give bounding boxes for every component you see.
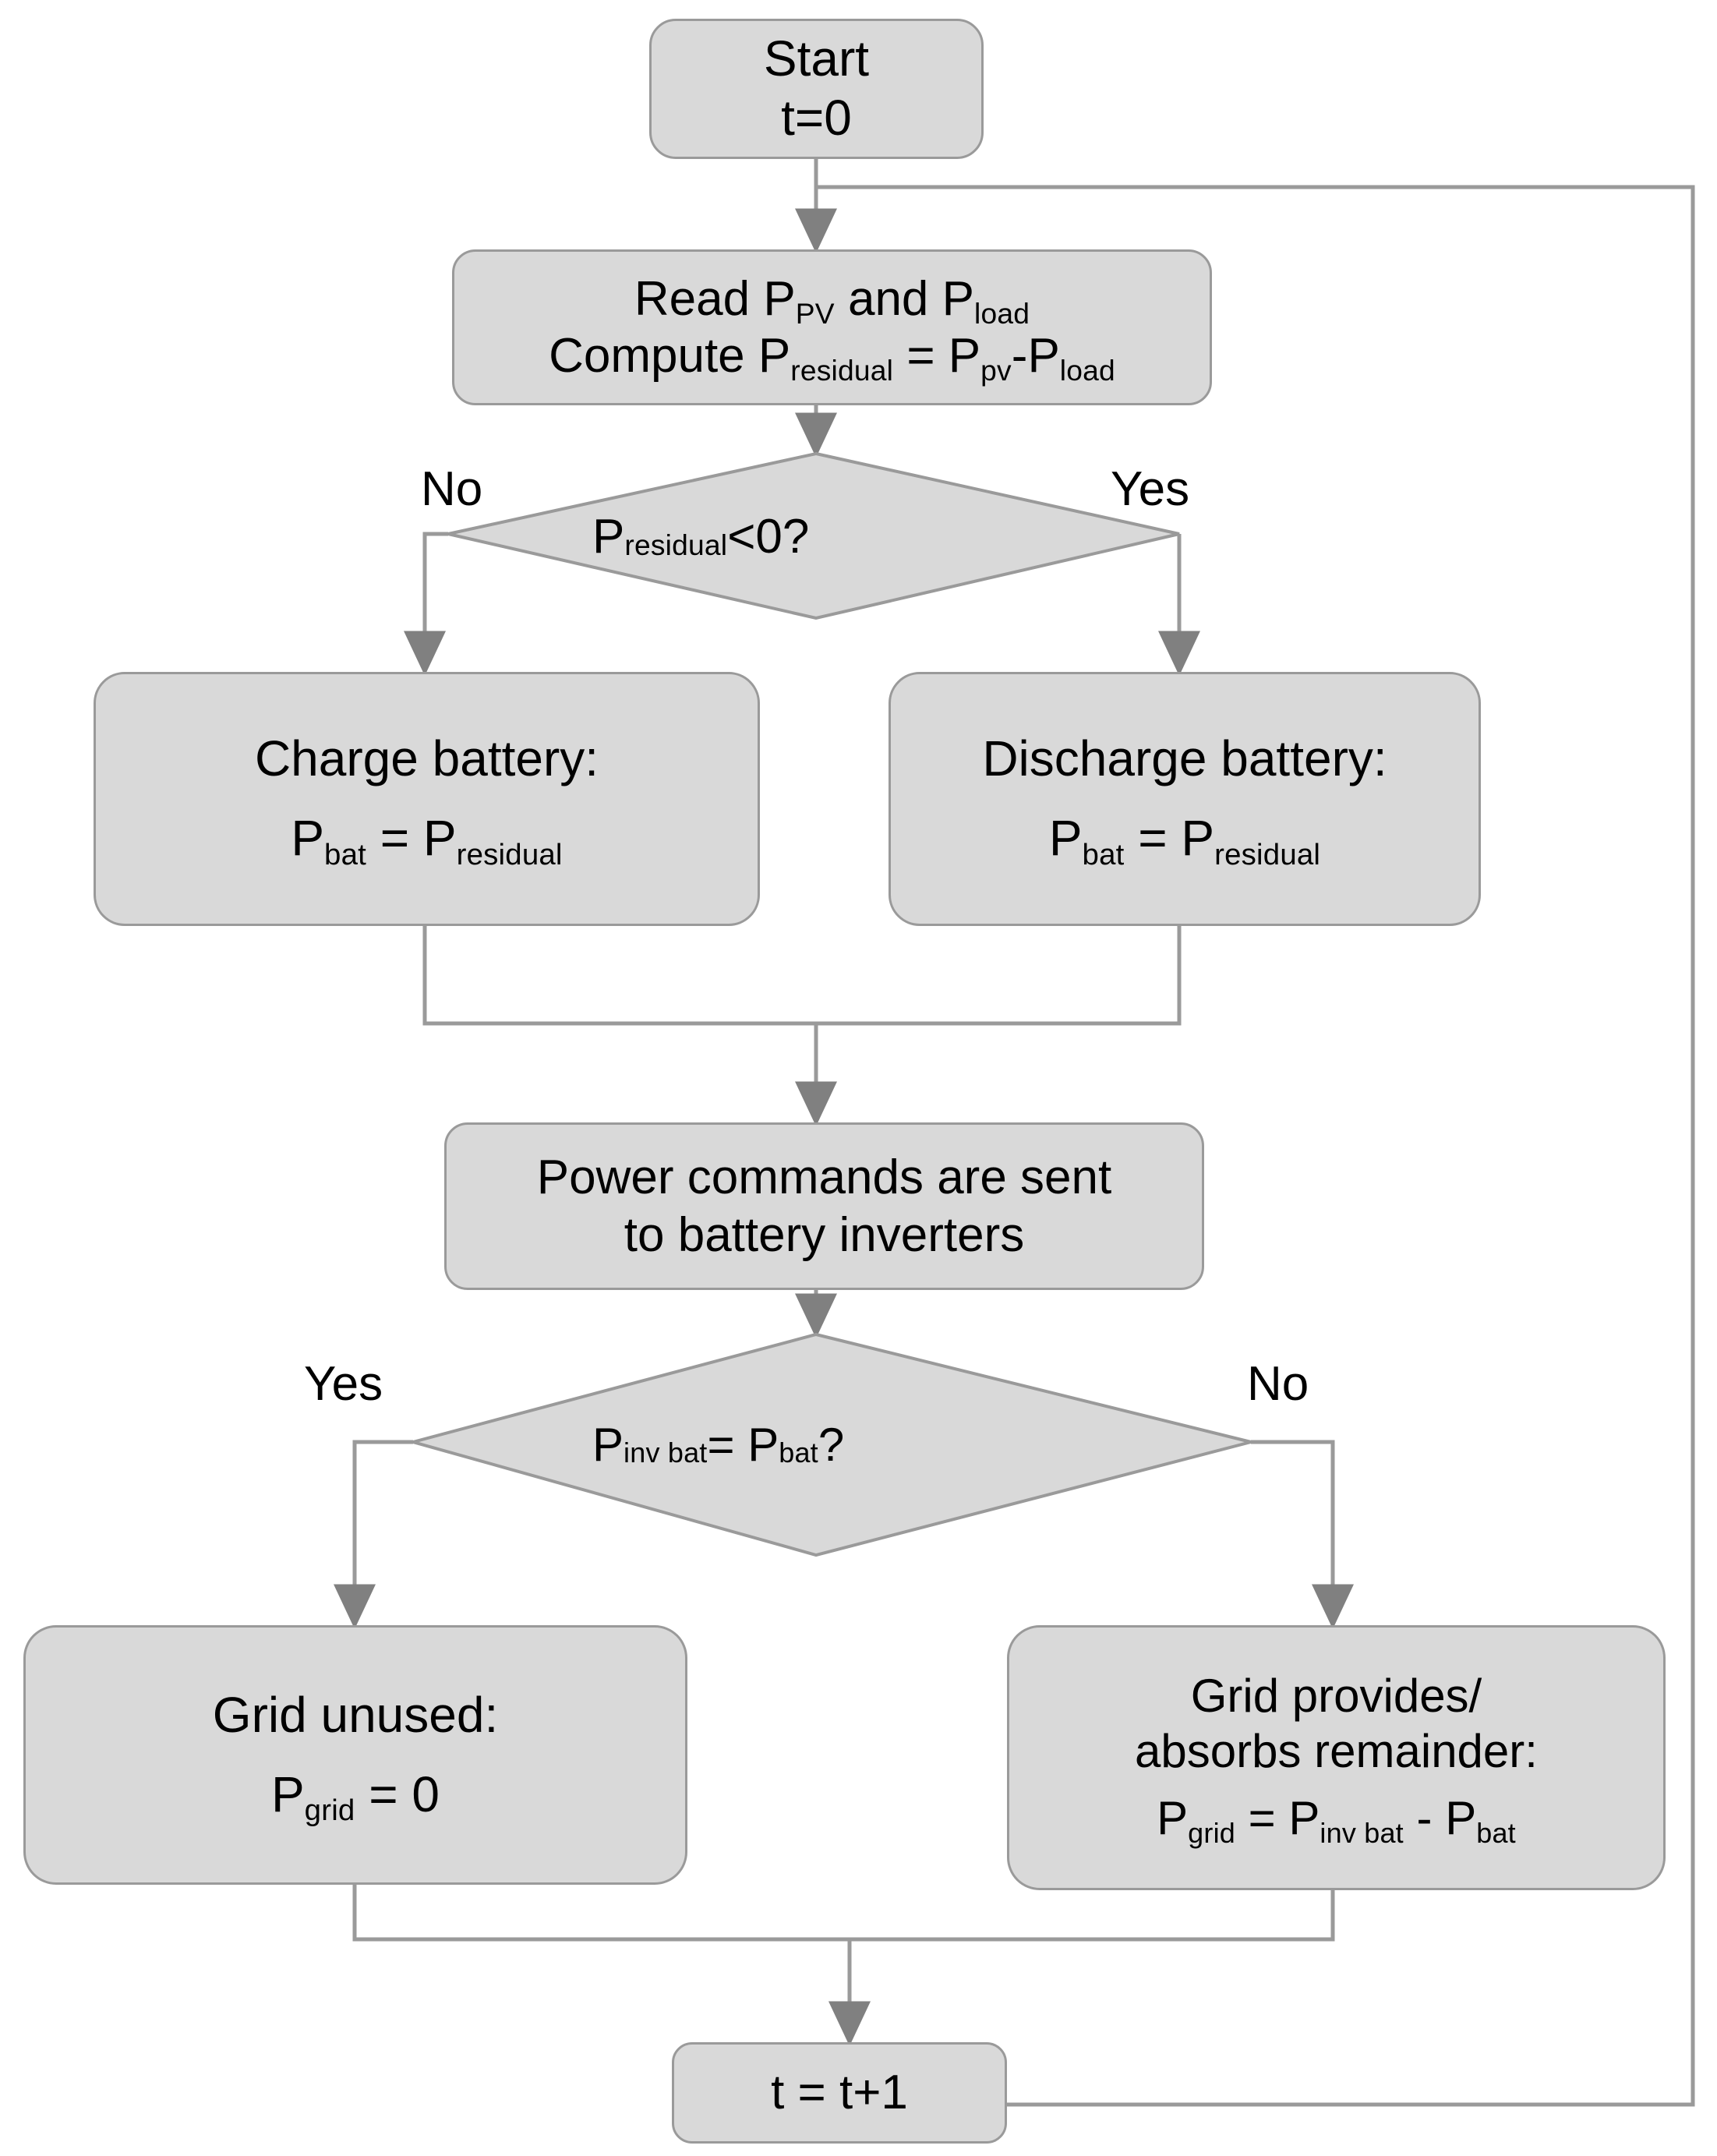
decision2-branch-left-text: Yes <box>304 1357 383 1411</box>
discharge-line2-mid: = P <box>1124 810 1215 866</box>
decision2-diamond-shape <box>407 1332 1252 1557</box>
node-power-commands: Power commands are sent to battery inver… <box>444 1122 1204 1290</box>
node-start-line-2: t=0 <box>781 90 852 146</box>
decision2-text-mid: = P <box>707 1418 779 1471</box>
decision1-text-pre: P <box>592 509 625 564</box>
node-increment-time: t = t+1 <box>672 2042 1007 2144</box>
decision1-branch-right-text: Yes <box>1111 462 1190 516</box>
node-charge-battery: Charge battery: Pbat = Presidual <box>94 672 760 926</box>
node-read-line-2: Compute Presidual = Ppv-Pload <box>549 327 1115 387</box>
grid-remainder-line3-sub3: bat <box>1476 1817 1516 1850</box>
edge-grid-remainder-to-merge <box>850 1890 1335 1942</box>
node-grid-unused-line-2: Pgrid = 0 <box>270 1765 440 1828</box>
decision2-text-pre: P <box>592 1418 624 1471</box>
node-grid-remainder-line-3: Pgrid = Pinv bat - Pbat <box>1157 1791 1516 1850</box>
decision1-diamond-shape <box>447 451 1180 620</box>
read-line1-pre: Read P <box>634 271 796 326</box>
grid-remainder-line3-sub2: inv bat <box>1320 1817 1404 1850</box>
charge-line2-pre: P <box>291 810 325 866</box>
edge-label-decision2-no: No <box>1247 1356 1309 1412</box>
read-line2-mid2: -P <box>1011 329 1060 383</box>
discharge-line2-sub1: bat <box>1082 837 1125 871</box>
grid-unused-line2-post: = 0 <box>355 1765 440 1822</box>
node-discharge-line-1: Discharge battery: <box>982 730 1387 787</box>
read-line1-sub2: load <box>973 297 1030 330</box>
decision2-text-sub1: inv bat <box>624 1436 708 1469</box>
grid-remainder-line3-mid: = P <box>1235 1792 1320 1845</box>
read-line2-sub3: load <box>1059 354 1115 387</box>
node-grid-remainder-line-2: absorbs remainder: <box>1135 1724 1538 1777</box>
node-commands-line-1: Power commands are sent <box>536 1150 1112 1205</box>
read-line2-mid: = P <box>893 329 981 383</box>
charge-line2-mid: = P <box>366 810 457 866</box>
edge-charge-to-merge <box>422 926 816 1026</box>
decision2-branch-right-text: No <box>1247 1357 1309 1411</box>
node-charge-line-1: Charge battery: <box>254 730 599 787</box>
edge-decision2-no-to-grid-remainder <box>1251 1440 1354 1629</box>
node-increment-line-1: t = t+1 <box>771 2066 908 2120</box>
node-charge-line-2: Pbat = Presidual <box>291 809 563 871</box>
edge-decision2-yes-to-grid-unused <box>334 1440 413 1629</box>
node-grid-remainder-line-1: Grid provides/ <box>1190 1669 1482 1722</box>
grid-unused-line2-sub1: grid <box>304 1794 355 1828</box>
read-line2-pre: Compute P <box>549 329 791 383</box>
node-grid-unused-line-1: Grid unused: <box>212 1686 499 1743</box>
edge-discharge-to-merge <box>816 926 1182 1026</box>
decision1-branch-left-text: No <box>421 462 483 516</box>
node-grid-remainder: Grid provides/ absorbs remainder: Pgrid … <box>1007 1625 1666 1890</box>
read-line2-sub1: residual <box>790 354 894 387</box>
node-grid-unused: Grid unused: Pgrid = 0 <box>23 1625 687 1885</box>
grid-unused-line2-pre: P <box>270 1765 305 1822</box>
decision2-text-sub2: bat <box>779 1436 818 1469</box>
edge-feedback-loop <box>816 185 1695 2107</box>
node-read-compute: Read PPV and Pload Compute Presidual = P… <box>452 249 1212 405</box>
node-start-line-1: Start <box>763 30 870 87</box>
edge-label-decision2-yes: Yes <box>304 1356 383 1412</box>
discharge-line2-sub2: residual <box>1214 837 1321 871</box>
grid-remainder-line3-sub1: grid <box>1188 1817 1235 1850</box>
grid-remainder-line3-pre: P <box>1157 1792 1189 1845</box>
read-line1-mid: and P <box>834 271 974 326</box>
grid-remainder-line3-mid2: - P <box>1403 1792 1477 1845</box>
edge-label-decision1-yes: Yes <box>1111 461 1189 517</box>
node-read-line-1: Read PPV and Pload <box>634 270 1030 330</box>
charge-line2-sub1: bat <box>324 837 366 871</box>
decision1-text-post: <0? <box>727 509 810 564</box>
node-start: Start t=0 <box>649 19 984 159</box>
read-line2-sub2: pv <box>980 354 1012 387</box>
decision2-text-post: ? <box>818 1418 845 1471</box>
edge-grid-unused-to-merge <box>352 1885 850 1942</box>
charge-line2-sub2: residual <box>456 837 563 871</box>
edge-label-decision1-no: No <box>421 461 482 517</box>
edge-decision1-no-to-charge <box>404 532 448 676</box>
read-line1-sub1: PV <box>795 297 835 330</box>
node-discharge-line-2: Pbat = Presidual <box>1048 809 1321 871</box>
discharge-line2-pre: P <box>1048 810 1083 866</box>
decision1-text-sub: residual <box>624 528 728 561</box>
node-discharge-battery: Discharge battery: Pbat = Presidual <box>889 672 1481 926</box>
node-commands-line-2: to battery inverters <box>624 1207 1025 1262</box>
